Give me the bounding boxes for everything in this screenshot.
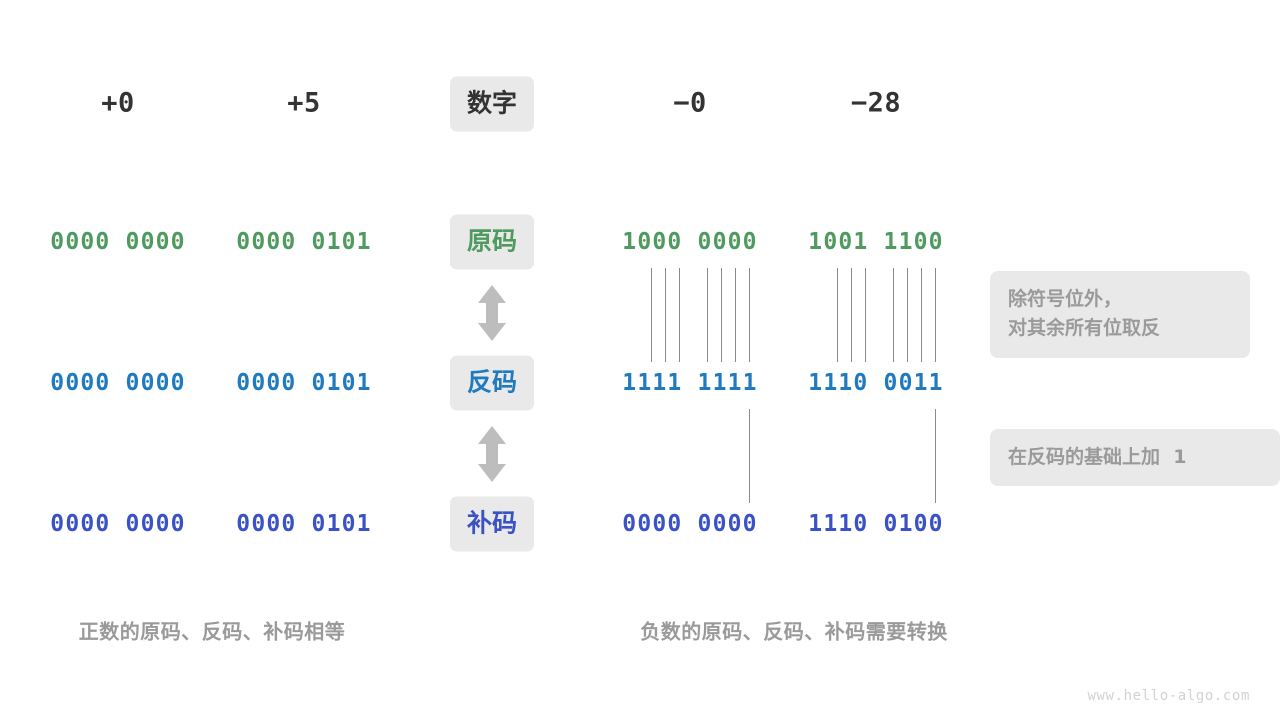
bits-ones-complement-plus-zero: 0000 0000 — [50, 370, 186, 396]
column-header-plus-five: +5 — [287, 87, 321, 119]
double-arrow-vertical-icon-ones-to-twos — [475, 424, 509, 484]
caption-negative-numbers: 负数的原码、反码、补码需要转换 — [640, 619, 948, 644]
connector-line — [749, 409, 750, 503]
connector-line — [721, 268, 722, 362]
column-header-minus-zero: −0 — [673, 87, 707, 119]
row-label-sign-magnitude: 原码 — [449, 214, 535, 270]
connector-line — [665, 268, 666, 362]
bits-ones-complement-plus-five: 0000 0101 — [236, 370, 372, 396]
bits-ones-complement-minus-twentyeight: 1110 0011 — [808, 370, 944, 396]
bits-twos-complement-plus-five: 0000 0101 — [236, 511, 372, 537]
connector-line — [837, 268, 838, 362]
connector-line — [921, 268, 922, 362]
bits-ones-complement-minus-zero: 1111 1111 — [622, 370, 758, 396]
connector-line — [865, 268, 866, 362]
double-arrow-vertical-icon-sign-to-ones — [475, 283, 509, 343]
bits-sign-magnitude-plus-zero: 0000 0000 — [50, 229, 186, 255]
column-header-plus-zero: +0 — [101, 87, 135, 119]
note-add-one: 在反码的基础上加 1 — [990, 429, 1280, 487]
bits-sign-magnitude-minus-twentyeight: 1001 1100 — [808, 229, 944, 255]
column-header-minus-twentyeight: −28 — [850, 87, 902, 119]
bits-twos-complement-minus-twentyeight: 1110 0100 — [808, 511, 944, 537]
row-label-number: 数字 — [449, 76, 535, 132]
note-invert-bits: 除符号位外， 对其余所有位取反 — [990, 271, 1250, 358]
note-add-one-line-1: 在反码的基础上加 1 — [1008, 446, 1187, 468]
bits-sign-magnitude-plus-five: 0000 0101 — [236, 229, 372, 255]
watermark: www.hello-algo.com — [1087, 688, 1250, 704]
connector-line — [707, 268, 708, 362]
connector-line — [679, 268, 680, 362]
connector-line — [851, 268, 852, 362]
connector-line — [749, 268, 750, 362]
note-invert-bits-line-1: 除符号位外， — [1008, 288, 1123, 310]
connector-line — [907, 268, 908, 362]
connector-line — [893, 268, 894, 362]
note-invert-bits-line-2: 对其余所有位取反 — [1008, 317, 1161, 340]
bits-sign-magnitude-minus-zero: 1000 0000 — [622, 229, 758, 255]
connector-line — [935, 268, 936, 362]
connector-line — [651, 268, 652, 362]
connector-line — [735, 268, 736, 362]
bits-twos-complement-plus-zero: 0000 0000 — [50, 511, 186, 537]
row-label-ones-complement: 反码 — [449, 355, 535, 411]
caption-positive-numbers: 正数的原码、反码、补码相等 — [78, 619, 346, 644]
connector-line — [935, 409, 936, 503]
row-label-twos-complement: 补码 — [449, 496, 535, 552]
bits-twos-complement-minus-zero: 0000 0000 — [622, 511, 758, 537]
